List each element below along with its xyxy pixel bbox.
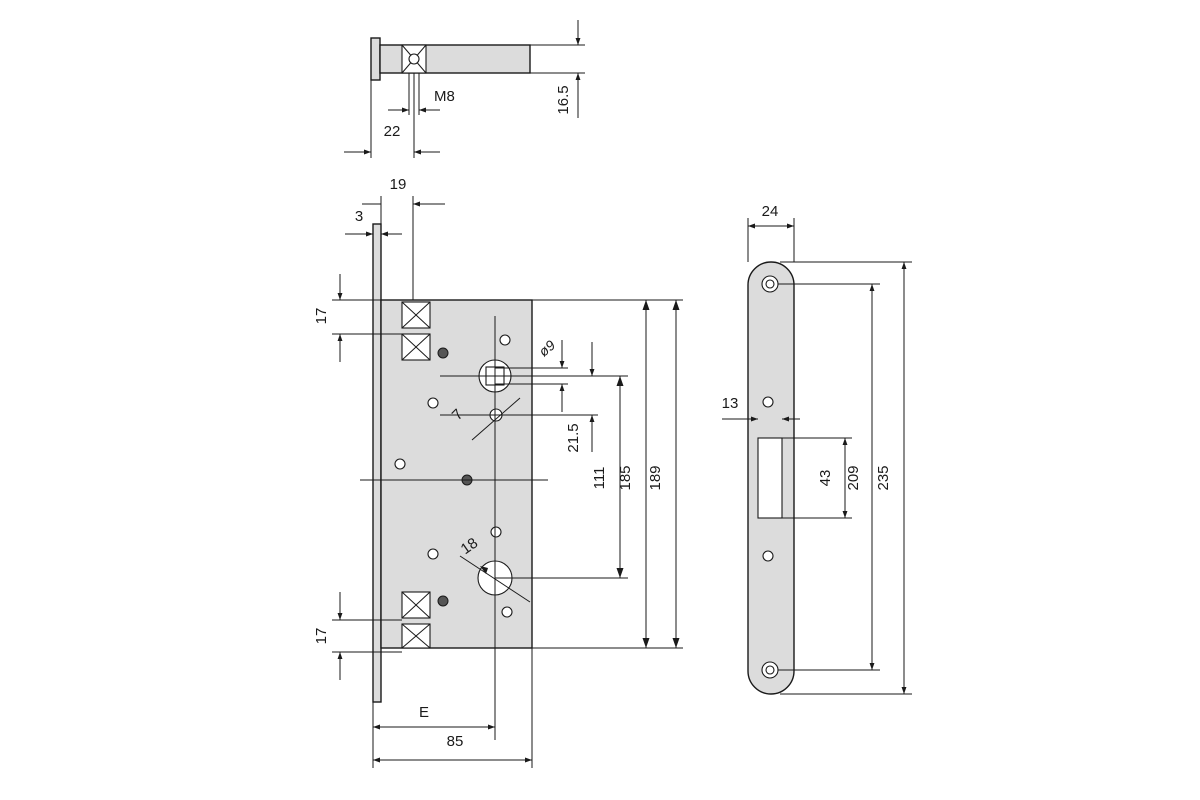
dim-E-label: E — [419, 704, 429, 721]
front-view: 19 3 17 17 ø9 7 21.5 111 — [313, 176, 683, 768]
faceplate-small-hole — [762, 396, 774, 408]
rivet-hole — [427, 548, 439, 560]
dim-3-label: 3 — [355, 208, 363, 225]
rivet-hole — [394, 458, 406, 470]
screw-hole — [437, 595, 449, 607]
dim-17-top-label: 17 — [313, 308, 330, 325]
rivet-hole — [427, 397, 439, 409]
screw-hole — [437, 347, 449, 359]
dim-185-label: 185 — [617, 465, 634, 490]
dim-209-label: 209 — [845, 465, 862, 490]
dim-85-label: 85 — [447, 733, 464, 750]
lock-faceplate — [372, 223, 382, 703]
top-view: 16.5 M8 22 — [344, 20, 585, 158]
dim-235-label: 235 — [875, 465, 892, 490]
dim-111-label: 111 — [591, 467, 608, 490]
latch-opening — [757, 437, 783, 519]
dim-m8-label: M8 — [434, 88, 455, 105]
rivet-hole — [499, 334, 511, 346]
top-screw-head — [408, 53, 420, 65]
lower-screw-blocks — [401, 591, 431, 649]
dim-16-5-label: 16.5 — [555, 85, 572, 114]
dim-189-label: 189 — [647, 465, 664, 490]
dim-dia9-label: ø9 — [535, 337, 558, 360]
dim-24-label: 24 — [762, 203, 779, 220]
dim-17-bottom-label: 17 — [313, 628, 330, 645]
rivet-hole — [501, 606, 513, 618]
upper-screw-blocks — [401, 301, 431, 361]
dim-18-label: 18 — [458, 535, 481, 558]
pin-hole — [490, 526, 502, 538]
side-view: 24 13 43 209 235 — [722, 203, 912, 695]
dim-13-label: 13 — [722, 395, 739, 412]
dim-43-label: 43 — [817, 470, 834, 487]
dim-21-5-label: 21.5 — [565, 423, 582, 452]
top-faceplate — [370, 37, 381, 81]
dim-19-label: 19 — [390, 176, 407, 193]
faceplate-small-hole — [762, 550, 774, 562]
dim-22-label: 22 — [384, 123, 401, 140]
